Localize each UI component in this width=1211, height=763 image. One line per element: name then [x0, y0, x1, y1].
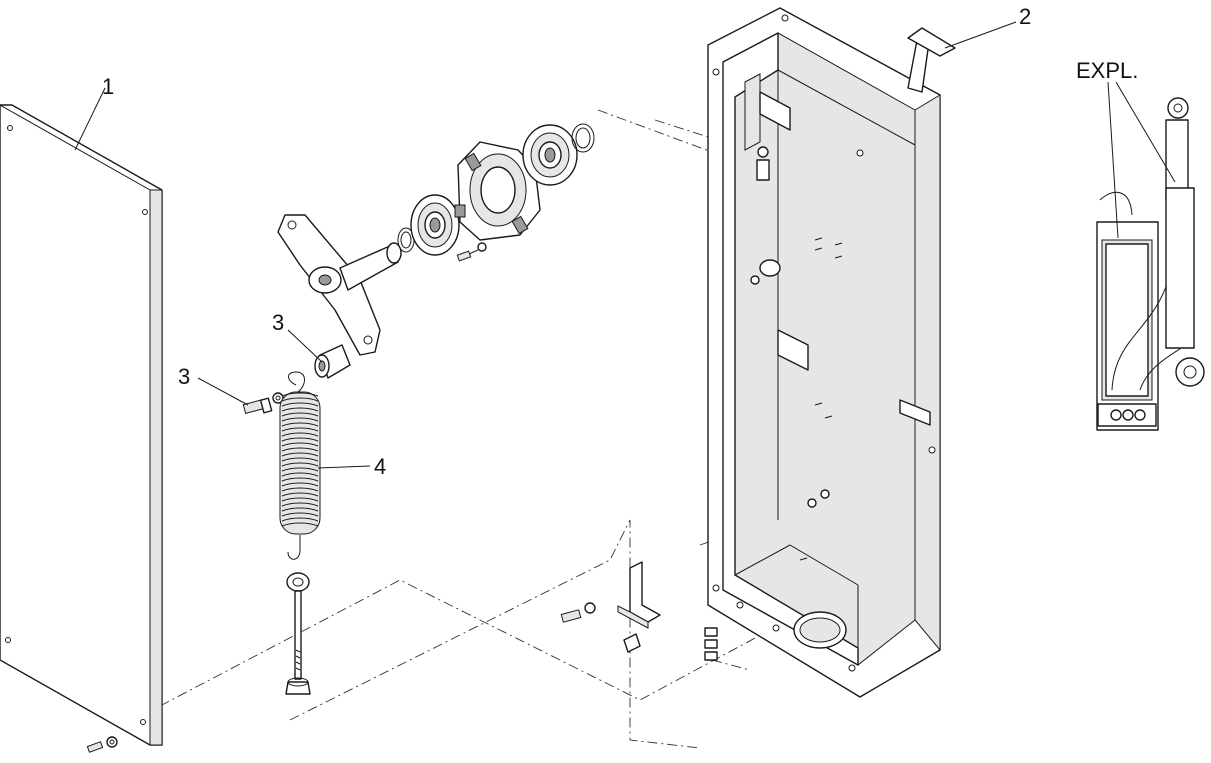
cover-panel [0, 104, 163, 753]
snap-ring-large [571, 123, 595, 153]
spring-coil [281, 467, 319, 472]
spring-coil [281, 497, 319, 502]
spring-coil [281, 452, 319, 457]
detail-assembly [1096, 97, 1205, 431]
spring-coil [281, 477, 319, 482]
callout-2: 2 [1019, 4, 1031, 29]
spring-coil [281, 432, 319, 437]
spring-coil [281, 437, 319, 442]
panel-screw [86, 736, 118, 753]
spring-coil [281, 517, 319, 522]
spring-coil [281, 397, 319, 402]
spring-coil [281, 502, 319, 507]
callout-3-bolt: 3 [178, 364, 190, 389]
spring-coil [281, 487, 319, 492]
spring-coil [281, 442, 319, 447]
callout-expl: EXPL. [1076, 58, 1138, 83]
spring-coil [281, 507, 319, 512]
spring-coil [281, 462, 319, 467]
spring-coil [281, 427, 319, 432]
eye-bolt [285, 572, 311, 695]
housing-box [707, 7, 956, 698]
callout-4: 4 [374, 454, 386, 479]
spring-coil [281, 447, 319, 452]
hub-screw [456, 242, 487, 262]
bearing-right [522, 124, 578, 186]
callout-leaders [74, 21, 1176, 469]
hub [454, 141, 541, 241]
spring-coil [281, 417, 319, 422]
spring-bolt [242, 392, 284, 415]
spring-coil [281, 422, 319, 427]
spring-coil [281, 492, 319, 497]
mounting-plate [277, 214, 402, 356]
spring-coil [281, 457, 319, 462]
spring-coil [281, 472, 319, 477]
callout-3-bushing: 3 [272, 310, 284, 335]
spring-coil [281, 402, 319, 407]
callout-1: 1 [102, 74, 114, 99]
tension-spring [279, 371, 321, 560]
bushing [314, 344, 351, 379]
spring-coil [281, 482, 319, 487]
spring-coil [281, 407, 319, 412]
bearing-left [410, 194, 460, 256]
spring-coil [281, 522, 319, 527]
spring-coil [281, 512, 319, 517]
spring-coil [281, 392, 319, 397]
spring-coil [281, 412, 319, 417]
angle-bracket [560, 561, 718, 661]
